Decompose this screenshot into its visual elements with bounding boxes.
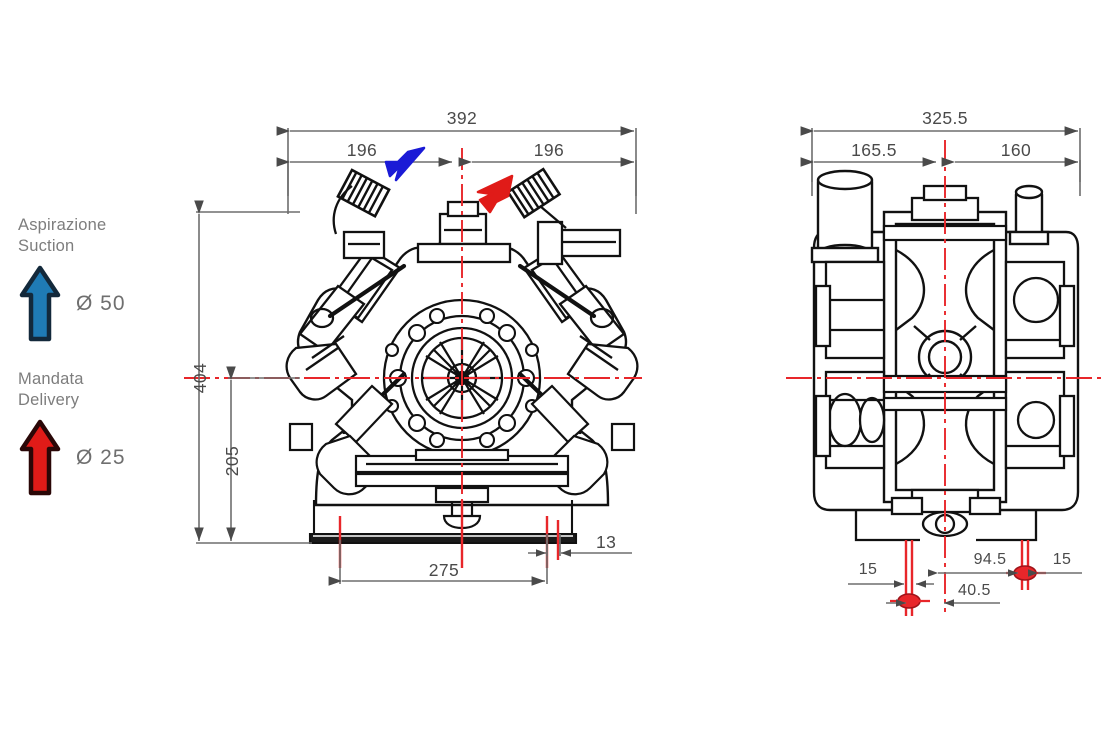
up-arrow-icon (19, 265, 61, 342)
suction-legend: Aspirazione Suction Ø 50 (18, 215, 178, 343)
delivery-diameter-label: Ø 25 (76, 445, 126, 469)
delivery-flow-arrow (476, 174, 514, 214)
dim-left-half: 196 (346, 140, 378, 160)
dimension-lines (194, 126, 1082, 607)
dim-foot-span: 94.5 (973, 551, 1007, 568)
dim-side-overall-width: 325.5 (922, 108, 968, 128)
dim-overall-width: 392 (446, 108, 478, 128)
suction-legend-title: Aspirazione Suction (18, 216, 107, 256)
flow-annotations (384, 146, 514, 214)
dim-side-left-part: 165.5 (851, 140, 897, 160)
dim-side-right-part: 160 (1000, 140, 1032, 160)
dim-foot-left: 15 (858, 561, 878, 578)
delivery-legend-title: Mandata Delivery (18, 369, 84, 410)
up-arrow-icon (19, 419, 61, 495)
dim-base-width: 275 (428, 560, 460, 580)
dim-base-offset: 13 (596, 532, 617, 552)
flow-legend: Aspirazione Suction Ø 50 Mandata Deliver… (18, 215, 178, 523)
dim-foot-right: 15 (1052, 551, 1072, 568)
suction-diameter-label: Ø 50 (76, 291, 126, 315)
dim-right-half: 196 (533, 140, 565, 160)
delivery-legend: Mandata Delivery Ø 25 (18, 369, 178, 497)
dim-overall-height: 404 (190, 362, 210, 394)
dim-foot-center-offset: 40.5 (958, 582, 991, 599)
suction-flow-arrow (384, 146, 426, 182)
dim-center-to-base: 205 (222, 445, 242, 477)
delivery-port (506, 167, 561, 219)
